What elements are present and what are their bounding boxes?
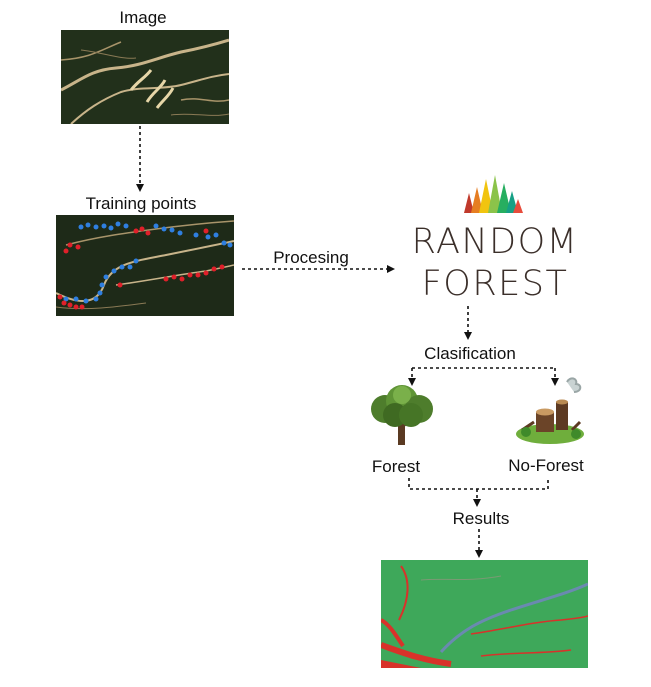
results-map: [381, 560, 588, 668]
processing-label: Procesing: [273, 248, 349, 267]
training-points-image: [56, 215, 234, 316]
image-label: Image: [119, 8, 167, 27]
satellite-image: [61, 30, 229, 124]
no-forest-label: No-Forest: [508, 456, 584, 475]
tree-icon: [365, 385, 439, 447]
training-points-red: [57, 226, 225, 310]
training-points-blue: [63, 221, 233, 304]
results-label: Results: [452, 509, 510, 528]
random-forest-title-line2: FOREST: [421, 264, 569, 304]
tree-stump-icon: [512, 372, 586, 446]
classification-label: Clasification: [424, 344, 516, 363]
training-points-label: Training points: [85, 194, 197, 213]
forest-label: Forest: [371, 457, 421, 476]
tree-cluster-icon: [462, 175, 524, 215]
merge-line: [408, 478, 549, 490]
random-forest-title-line1: RANDOM: [411, 222, 579, 262]
